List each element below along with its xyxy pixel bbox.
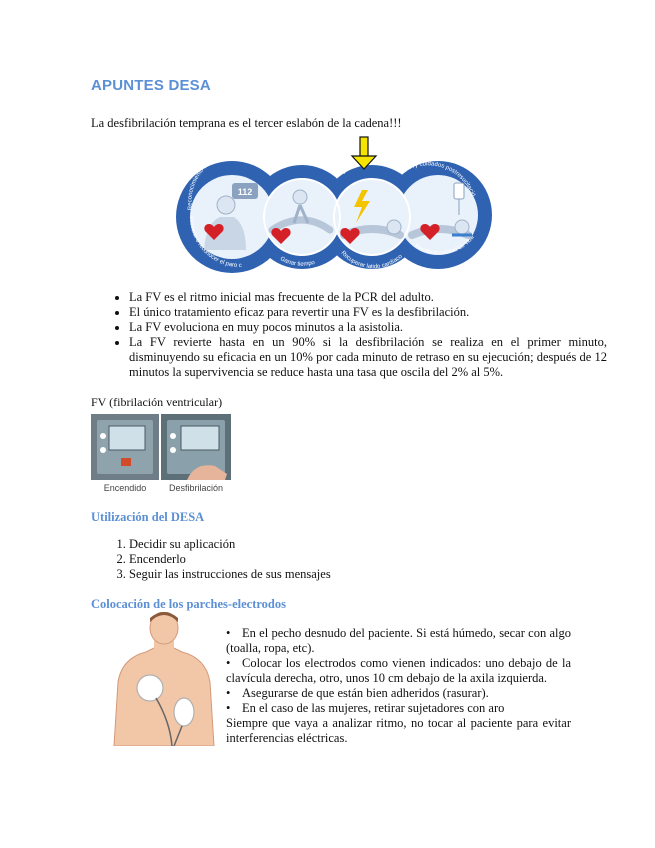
photo-caption-defib: Desfibrilación (169, 483, 223, 493)
section-heading-pads: Colocación de los parches-electrodos (91, 597, 287, 611)
heart-icon (271, 228, 291, 244)
lightning-bolt-icon (354, 190, 370, 223)
electrode-cable (155, 697, 173, 746)
hand-image (187, 465, 227, 480)
usage-steps-list: Decidir su aplicación Encenderlo Seguir … (91, 537, 331, 582)
pads-instructions: •En el pecho desnudo del paciente. Si es… (226, 626, 571, 746)
list-item: El único tratamiento eficaz para reverti… (129, 305, 607, 320)
pads-note: Siempre que vaya a analizar ritmo, no to… (226, 716, 571, 745)
list-item: •En el caso de las mujeres, retirar suje… (226, 701, 505, 715)
chain-of-survival-illustration: Reconocimiento temprano y solicitud de a… (172, 135, 492, 273)
electrode-pad-2 (173, 697, 195, 727)
section-heading-usage: Utilización del DESA (91, 510, 205, 524)
list-item: La FV es el ritmo inicial mas frecuente … (129, 290, 607, 305)
heart-icon (204, 224, 224, 240)
photo-caption-on: Encendido (104, 483, 147, 493)
list-item: Encenderlo (129, 552, 331, 567)
heart-icon (420, 224, 440, 240)
list-item: •Asegurarse de que están bien adheridos … (226, 686, 489, 700)
aed-button-1 (100, 433, 106, 439)
heart-icon (340, 228, 360, 244)
intro-text: La desfibrilación temprana es el tercer … (91, 116, 402, 130)
fv-facts-list: La FV es el ritmo inicial mas frecuente … (91, 290, 607, 380)
page-title: APUNTES DESA (91, 77, 211, 94)
chain-label-time: Ganar tiempo (279, 256, 316, 268)
electrode-placement-illustration (113, 612, 215, 746)
list-item: Seguir las instrucciones de sus mensajes (129, 567, 331, 582)
svg-text:112: 112 (238, 187, 253, 197)
person-figure (204, 217, 246, 250)
cpr-figure (268, 216, 334, 234)
list-item: La FV revierte hasta en un 90% si la des… (129, 335, 607, 380)
list-item: •En el pecho desnudo del paciente. Si es… (226, 626, 571, 655)
iv-bag-icon (453, 182, 465, 200)
phone-icon: 112 (232, 183, 258, 199)
svg-text:Ganar tiempo: Ganar tiempo (279, 256, 316, 268)
yellow-arrow-icon (350, 136, 378, 170)
list-item: La FV evoluciona en muy pocos minutos a … (129, 320, 607, 335)
electrode-pad-1 (136, 674, 164, 702)
fv-label: FV (fibrilación ventricular) (91, 395, 223, 409)
list-item: Decidir su aplicación (129, 537, 331, 552)
aed-photos: Encendido Desfibrilación (91, 414, 231, 494)
aed-button-2 (100, 447, 106, 453)
list-item: •Colocar los electrodos como vienen indi… (226, 656, 571, 685)
